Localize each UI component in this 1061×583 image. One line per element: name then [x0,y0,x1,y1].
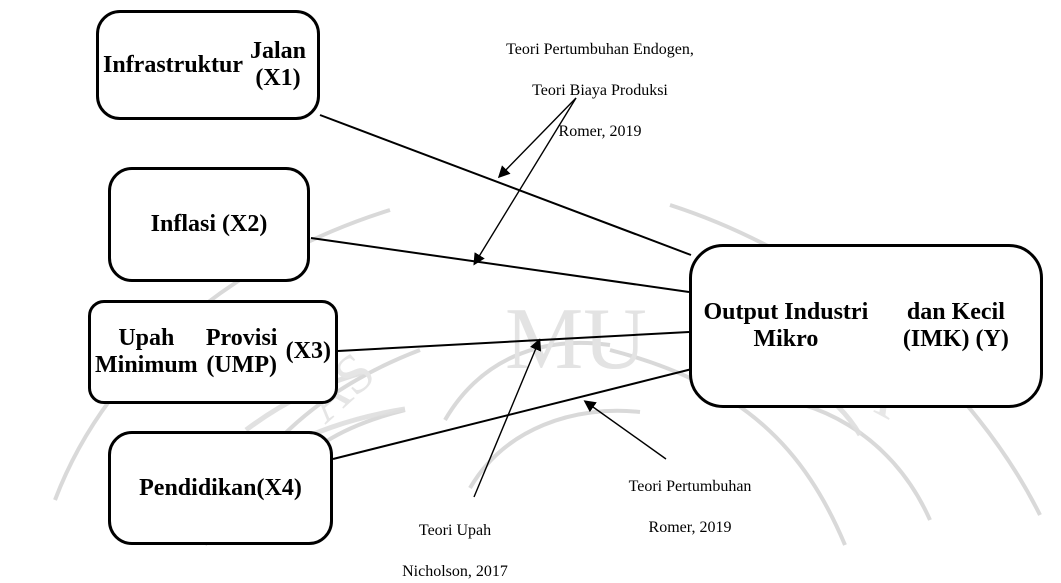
annotation-theory-growth-line-2: Romer, 2019 [648,519,732,537]
node-x4-line-2: (X4) [256,474,302,501]
edge-x3-to-y [337,331,690,352]
node-x3-line-2: Provisi (UMP) [205,324,278,378]
node-infrastruktur-jalan: Infrastruktur Jalan (X1) [96,10,320,120]
annotation-theory-growth: Teori Pertumbuhan Romer, 2019 [580,457,800,539]
node-output-imk: Output Industri Mikro dan Kecil (IMK) (Y… [689,244,1043,408]
node-x1-line-2: Jalan (X1) [250,38,307,91]
annotation-theory-growth-line-1: Teori Pertumbuhan [628,478,752,496]
node-x3-line-3: (X3) [285,338,331,365]
annotation-arrow-top-to-edge-x1 [497,97,577,179]
node-x1-line-1: Infrastruktur [103,51,244,78]
annotation-theory-top-line-1: Teori Pertumbuhan Endogen, [506,41,694,59]
edge-x4-to-y [332,368,693,460]
node-y-line-1: Output Industri Mikro [703,299,869,352]
node-x2-line-1: Inflasi (X2) [150,211,268,238]
node-pendidikan: Pendidikan (X4) [108,431,333,545]
node-inflasi: Inflasi (X2) [108,167,310,282]
edge-x2-to-y [310,237,690,293]
annotation-theory-top: Teori Pertumbuhan Endogen, Teori Biaya P… [455,20,745,143]
annotation-theory-wage: Teori Upah Nicholson, 2017 [385,501,525,583]
annotation-arrow-top-to-edge-x2 [473,97,577,266]
node-upah-minimum-provisi: Upah Minimum Provisi (UMP) (X3) [88,300,338,404]
annotation-theory-top-line-3: Romer, 2019 [558,123,642,141]
node-x4-line-1: Pendidikan [139,474,257,501]
node-y-line-2: dan Kecil (IMK) (Y) [902,299,1009,352]
annotation-theory-top-line-2: Teori Biaya Produksi [532,82,668,100]
annotation-theory-wage-line-2: Nicholson, 2017 [402,563,508,581]
annotation-theory-wage-line-1: Teori Upah [418,522,492,540]
annotation-arrow-wage-to-edge-x3 [473,338,542,498]
annotation-arrow-growth-to-edge-x4 [583,400,667,460]
edge-x1-to-y [319,114,692,256]
node-x3-line-1: Upah Minimum [95,324,198,378]
